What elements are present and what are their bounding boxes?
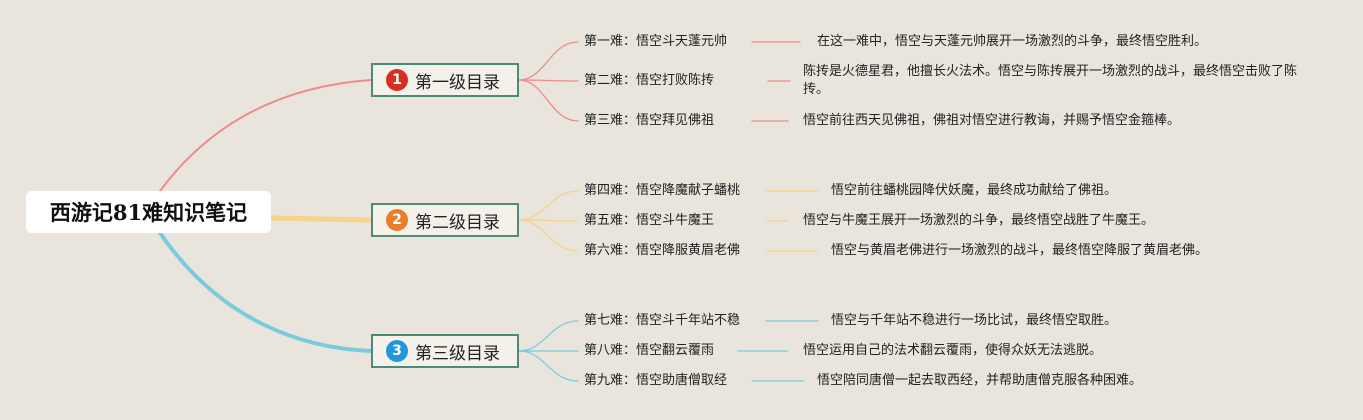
category-3-box[interactable]: 3 第三级目录 [371,334,519,368]
item-4-desc: 悟空前往蟠桃园降伏妖魔，最终成功献给了佛祖。 [831,183,1118,198]
item-3-desc: 悟空前往西天见佛祖，佛祖对悟空进行教诲，并赐予悟空金箍棒。 [803,113,1181,128]
item-8-label[interactable]: 第八难：悟空翻云覆雨 [584,343,715,358]
branch-line-1 [159,79,372,192]
item-1-label[interactable]: 第一难：悟空斗天蓬元帅 [584,34,728,49]
item-6-label[interactable]: 第六难：悟空降服黄眉老佛 [584,243,741,258]
item-2-desc: 陈抟是火德星君，他擅长火法术。悟空与陈抟展开一场激烈的战斗，最终悟空击败了陈抟。 [803,64,1298,97]
item-8-desc: 悟空运用自己的法术翻云覆雨，使得众妖无法逃脱。 [803,343,1103,358]
sub-line-2-1 [518,190,579,221]
item-5-desc: 悟空与牛魔王展开一场激烈的斗争，最终悟空战胜了牛魔王。 [803,213,1155,228]
sub-line-1-3 [518,79,579,122]
root-topic[interactable]: 西游记81难知识笔记 [26,191,271,233]
item-7-label[interactable]: 第七难：悟空斗千年站不稳 [584,313,741,328]
sub-line-2-3 [518,219,579,252]
item-9-desc: 悟空陪同唐僧一起去取西经，并帮助唐僧克服各种困难。 [817,373,1143,388]
sub-line-3-3 [518,350,579,382]
item-7-desc: 悟空与千年站不稳进行一场比试，最终悟空取胜。 [831,313,1118,328]
category-2-box[interactable]: 2 第二级目录 [371,203,519,237]
item-3-label[interactable]: 第三难：悟空拜见佛祖 [584,113,715,128]
branch-line-3 [158,231,373,353]
item-2-label[interactable]: 第二难：悟空打败陈抟 [584,73,715,88]
root-title: 西游记81难知识笔记 [49,200,248,225]
sub-line-3-1 [518,320,579,352]
category-2-badge: 2 [386,209,408,231]
item-6-desc: 悟空与黄眉老佛进行一场激烈的战斗，最终悟空降服了黄眉老佛。 [831,243,1209,258]
category-3-badge: 3 [386,340,408,362]
category-3-label: 第三级目录 [415,343,500,364]
item-5-label[interactable]: 第五难：悟空斗牛魔王 [584,213,715,228]
item-4-label[interactable]: 第四难：悟空降魔献子蟠桃 [584,183,741,198]
item-1-desc: 在这一难中，悟空与天蓬元帅展开一场激烈的斗争，最终悟空胜利。 [817,34,1208,49]
item-9-label[interactable]: 第九难：悟空助唐僧取经 [584,373,728,388]
category-2-label: 第二级目录 [415,212,500,233]
category-1-box[interactable]: 1 第一级目录 [371,63,519,97]
category-1-label: 第一级目录 [415,72,500,93]
sub-line-1-2 [518,79,579,82]
branch-line-2 [268,215,374,223]
sub-line-1-1 [518,41,579,81]
category-1-badge: 1 [386,69,408,91]
